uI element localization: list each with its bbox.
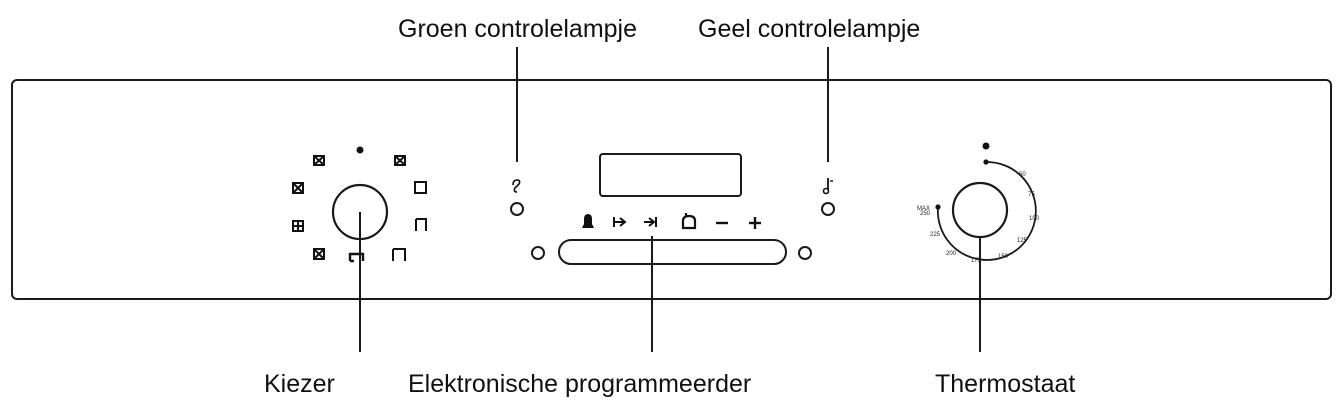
scale-label-250: 250 xyxy=(920,211,931,217)
cook-time-icon[interactable] xyxy=(613,217,627,227)
electronic-programmer xyxy=(531,153,812,265)
grill-fan-icon xyxy=(394,155,406,166)
label-green-indicator: Groen controlelampje xyxy=(398,15,637,43)
fan-grill-icon xyxy=(292,182,304,194)
fan-icon xyxy=(313,155,325,166)
end-time-icon[interactable] xyxy=(644,217,657,227)
control-panel xyxy=(11,79,1332,300)
power-symbol-icon xyxy=(512,179,521,193)
label-yellow-indicator: Geel controlelampje xyxy=(698,15,920,43)
thermometer-symbol-icon xyxy=(822,178,833,195)
label-programmer: Elektronische programmeerder xyxy=(408,370,751,398)
plus-icon[interactable] xyxy=(749,217,761,229)
scale-label-125: 125 xyxy=(1017,238,1028,244)
green-indicator-light xyxy=(510,202,524,216)
top-bottom-heat-icon xyxy=(414,181,427,194)
yellow-indicator-light xyxy=(821,202,835,216)
grill-icon xyxy=(392,248,406,261)
thermostat-min-dot xyxy=(983,159,989,165)
manual-icon[interactable] xyxy=(681,213,697,230)
label-selector: Kiezer xyxy=(264,370,335,398)
bottom-heat-icon xyxy=(348,252,365,263)
scale-label-200: 200 xyxy=(946,251,957,257)
programmer-display xyxy=(599,153,742,197)
thermostat-off-dot xyxy=(982,142,990,150)
scale-label-max: MAX xyxy=(917,206,930,212)
top-heat-icon xyxy=(415,218,427,231)
scale-label-100: 100 xyxy=(1029,216,1040,222)
fan-heater-icon xyxy=(292,220,304,232)
scale-label-175: 175 xyxy=(971,258,982,264)
programmer-left-button[interactable] xyxy=(531,246,545,260)
scale-label-50: 50 xyxy=(1019,172,1026,178)
scale-label-150: 150 xyxy=(998,254,1009,260)
thermostat-knob[interactable] xyxy=(951,181,1009,239)
programmer-right-button[interactable] xyxy=(798,246,812,260)
programmer-touch-strip[interactable] xyxy=(558,239,787,265)
thermostat-max-dot xyxy=(935,204,941,210)
scale-label-225: 225 xyxy=(930,232,941,238)
thermostat-scale-arc xyxy=(936,161,1037,261)
fan-bottom-icon xyxy=(313,248,325,260)
off-position-dot xyxy=(356,146,364,154)
bell-icon[interactable] xyxy=(582,214,594,228)
label-thermostat: Thermostaat xyxy=(935,370,1075,398)
scale-label-75: 75 xyxy=(1028,192,1035,198)
thermostat-group: 50 75 100 125 150 175 200 225 250 MAX xyxy=(917,142,1040,264)
